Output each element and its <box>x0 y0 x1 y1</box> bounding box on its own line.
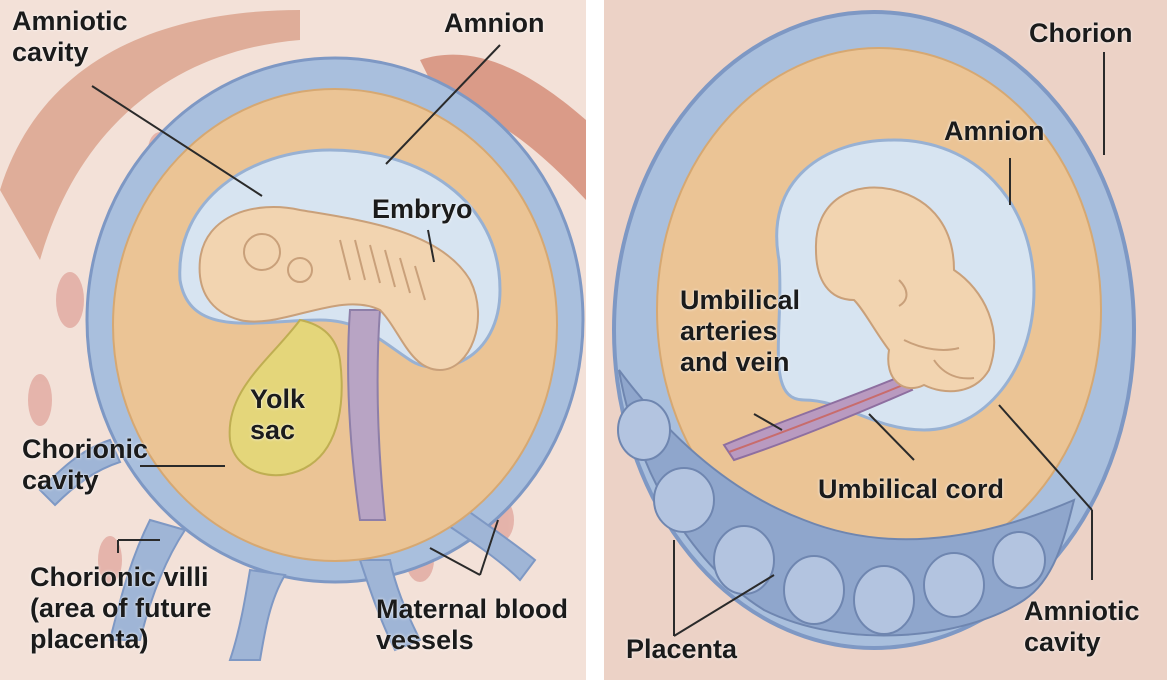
label-line: Maternal blood <box>376 594 568 625</box>
label-amniotic-cavity-right: Amniotic cavity <box>1024 596 1140 658</box>
label-amnion-right: Amnion <box>944 116 1045 147</box>
label-embryo: Embryo <box>372 194 473 225</box>
label-chorion: Chorion <box>1029 18 1132 49</box>
left-diagram-panel: Amniotic cavity Amnion Embryo Yolk sac C… <box>0 0 586 680</box>
label-line: placenta) <box>30 624 212 655</box>
label-line: Amniotic <box>1024 596 1140 627</box>
label-line: cavity <box>1024 627 1140 658</box>
label-maternal-blood-vessels: Maternal blood vessels <box>376 594 568 656</box>
label-line: Chorionic <box>22 434 148 465</box>
label-line: Chorionic villi <box>30 562 212 593</box>
label-umbilical-cord: Umbilical cord <box>818 474 1004 505</box>
label-chorionic-villi: Chorionic villi (area of future placenta… <box>30 562 212 655</box>
label-line: arteries <box>680 316 800 347</box>
label-placenta: Placenta <box>626 634 737 665</box>
label-amnion-left: Amnion <box>444 8 545 39</box>
label-umbilical-vessels: Umbilical arteries and vein <box>680 285 800 378</box>
label-yolk-sac: Yolk sac <box>250 384 305 446</box>
label-line: and vein <box>680 347 800 378</box>
label-line: Amniotic <box>12 6 128 37</box>
label-line: sac <box>250 415 305 446</box>
label-line: Umbilical <box>680 285 800 316</box>
label-amniotic-cavity-left: Amniotic cavity <box>12 6 128 68</box>
right-diagram-panel: Chorion Amnion Umbilical arteries and ve… <box>604 0 1167 680</box>
label-chorionic-cavity: Chorionic cavity <box>22 434 148 496</box>
label-line: Yolk <box>250 384 305 415</box>
label-line: (area of future <box>30 593 212 624</box>
label-line: cavity <box>12 37 128 68</box>
label-line: vessels <box>376 625 568 656</box>
label-line: cavity <box>22 465 148 496</box>
